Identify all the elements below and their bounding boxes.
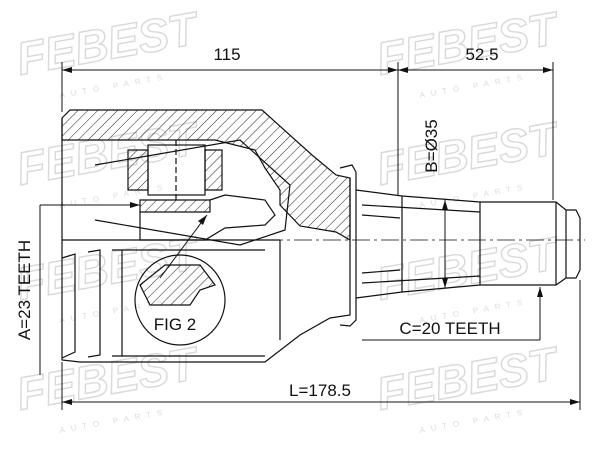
arrowhead <box>62 399 72 405</box>
watermark-tagline: AUTO PARTS <box>419 407 529 435</box>
arrowhead <box>198 215 207 225</box>
spline-line <box>361 204 481 213</box>
arrowhead <box>570 399 580 405</box>
watermark-tagline: AUTO PARTS <box>59 407 169 435</box>
watermark-text: FEBEST <box>373 111 565 194</box>
housing-length-label: 115 <box>213 45 240 64</box>
housing-groove <box>87 249 101 358</box>
housing-outline <box>61 118 351 363</box>
arrowhead <box>442 200 448 210</box>
spider-hatched <box>139 199 211 213</box>
shaft-diameter-label: B=Ø35 <box>422 119 441 172</box>
fig2-label: FIG 2 <box>154 315 197 334</box>
arrowhead <box>543 67 553 73</box>
fig2-tooth-section <box>139 264 216 306</box>
flange <box>339 164 357 327</box>
total-length-label: L=178.5 <box>289 381 351 400</box>
housing-groove <box>61 253 76 359</box>
inner-teeth-label: A=23 TEETH <box>15 240 34 340</box>
fig2-callout-circle <box>134 254 226 346</box>
arrowhead <box>398 67 408 73</box>
outer-teeth-label: C=20 TEETH <box>399 319 500 338</box>
watermark-tagline: AUTO PARTS <box>419 72 529 100</box>
watermark-layer: FEBEST FEBEST FEBEST FEBEST FEBEST FEBES… <box>12 1 565 435</box>
arrowhead <box>442 278 448 288</box>
dimension-lines <box>39 62 581 410</box>
arrowhead <box>537 287 543 297</box>
spline-line <box>361 269 401 274</box>
spline-line <box>361 214 401 219</box>
housing-section-hatched <box>61 109 351 242</box>
arrowhead <box>388 67 398 73</box>
watermark-tagline: AUTO PARTS <box>59 72 169 100</box>
dimension-labels: 115 52.5 L=178.5 B=Ø35 A=23 TEETH C=20 T… <box>15 45 501 400</box>
spline-line <box>361 275 481 284</box>
arrowhead <box>62 67 72 73</box>
watermark-tagline: AUTO PARTS <box>419 182 529 210</box>
watermark-text: FEBEST <box>13 336 205 419</box>
cv-joint-part <box>61 109 585 363</box>
shaft-length-label: 52.5 <box>465 45 498 64</box>
output-shaft <box>355 189 581 299</box>
watermark-text: FEBEST <box>373 1 565 84</box>
arrowhead <box>130 202 140 208</box>
roller-hatched <box>204 149 223 191</box>
watermark-text: FEBEST <box>13 1 205 84</box>
inner-cup <box>94 139 291 246</box>
leader-line-fig2 <box>159 214 208 279</box>
watermark-text: FEBEST <box>373 336 565 419</box>
housing-groove <box>112 249 123 357</box>
